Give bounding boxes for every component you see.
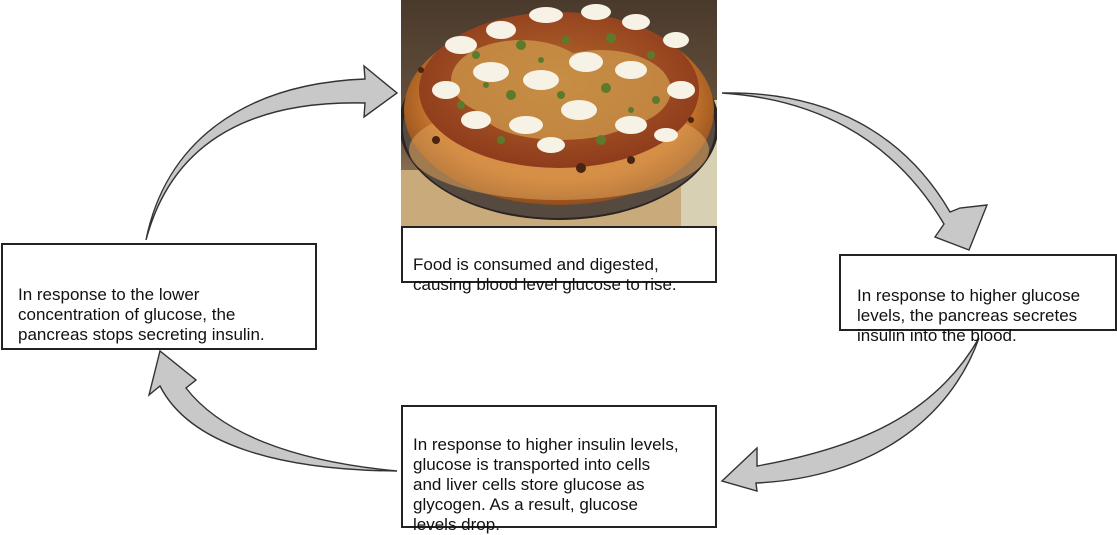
step-pancreas-secretes-text: In response to higher glucose levels, th…	[857, 286, 1081, 345]
arrow-stop-to-food	[145, 64, 399, 241]
step-food-consumed-box: Food is consumed and digested, causing b…	[401, 226, 717, 294]
basil-sprinkles	[457, 33, 660, 145]
pizza-photo	[401, 0, 717, 226]
step-glucose-transported-box: In response to higher insulin levels, gl…	[401, 405, 717, 534]
step-pancreas-stops-box: In response to the lower concentration o…	[1, 243, 317, 350]
arrow-food-to-secretion	[721, 92, 989, 251]
arrow-secretion-to-transport	[720, 337, 980, 492]
charred-spots	[418, 67, 694, 173]
step-pancreas-stops-text: In response to the lower concentration o…	[18, 285, 265, 344]
step-pancreas-secretes-box: In response to higher glucose levels, th…	[839, 254, 1117, 345]
step-food-consumed-text: Food is consumed and digested, causing b…	[413, 255, 677, 294]
mozzarella-pieces	[432, 4, 695, 153]
arrow-transport-to-stop	[147, 349, 398, 472]
step-glucose-transported-text: In response to higher insulin levels, gl…	[413, 435, 679, 534]
